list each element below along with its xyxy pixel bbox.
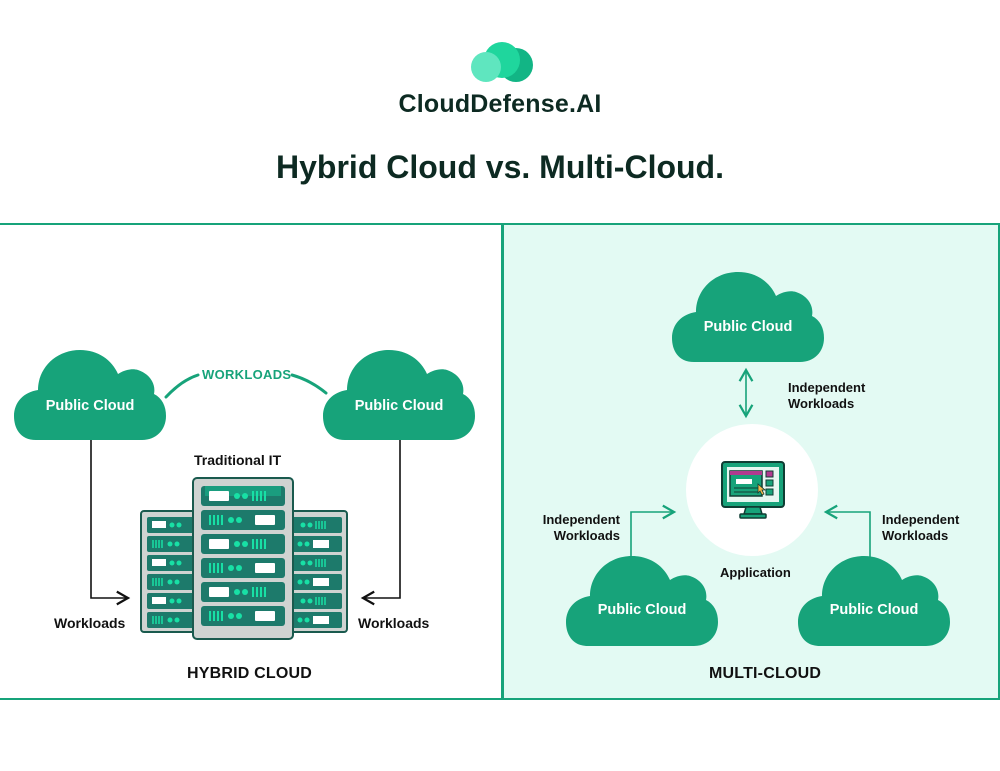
left-label-line1: Independent bbox=[542, 512, 620, 527]
hybrid-public-cloud-left-label: Public Cloud bbox=[45, 398, 135, 414]
multi-cloud-section-label: MULTI-CLOUD bbox=[709, 665, 822, 682]
page-title: Hybrid Cloud vs. Multi-Cloud. bbox=[276, 149, 724, 185]
workloads-link-label: WORKLOADS bbox=[202, 367, 292, 382]
multi-public-cloud-bottom-left-label: Public Cloud bbox=[597, 602, 687, 618]
independent-workloads-arrow-left bbox=[630, 504, 677, 558]
top-independent-workloads-label: Independent Workloads bbox=[788, 380, 865, 412]
right-independent-workloads-label: Independent Workloads bbox=[882, 512, 959, 544]
traditional-it-label: Traditional IT bbox=[194, 452, 282, 468]
multi-public-cloud-bottom-left bbox=[566, 556, 718, 646]
hybrid-cloud-section-label: HYBRID CLOUD bbox=[187, 665, 313, 682]
multi-public-cloud-top-label: Public Cloud bbox=[703, 319, 793, 335]
top-label-line1: Independent bbox=[788, 380, 866, 395]
workloads-right-label: Workloads bbox=[358, 615, 430, 631]
workloads-left-label: Workloads bbox=[54, 615, 126, 631]
multi-public-cloud-top bbox=[672, 272, 824, 362]
hybrid-public-cloud-left bbox=[14, 350, 166, 440]
right-label-line2: Workloads bbox=[882, 528, 949, 543]
workloads-arrow-right bbox=[360, 440, 401, 606]
application-label: Application bbox=[720, 565, 791, 580]
hybrid-public-cloud-right-label: Public Cloud bbox=[354, 398, 444, 414]
right-label-line1: Independent bbox=[882, 512, 960, 527]
hybrid-public-cloud-right bbox=[323, 350, 475, 440]
left-label-line2: Workloads bbox=[553, 528, 620, 543]
workloads-arrow-left bbox=[90, 440, 131, 606]
brand-name: CloudDefense.AI bbox=[398, 90, 602, 118]
multi-public-cloud-bottom-right-label: Public Cloud bbox=[829, 602, 919, 618]
workloads-link-right bbox=[290, 373, 328, 395]
left-independent-workloads-label: Independent Workloads bbox=[536, 512, 620, 544]
workloads-link-left bbox=[164, 373, 200, 399]
independent-workloads-arrow-right bbox=[823, 504, 871, 558]
top-label-line2: Workloads bbox=[788, 396, 855, 411]
monitor-application-icon bbox=[721, 461, 785, 519]
multi-public-cloud-bottom-right bbox=[798, 556, 950, 646]
cloud-logo-icon bbox=[471, 42, 533, 82]
server-rack-icon bbox=[140, 477, 348, 640]
